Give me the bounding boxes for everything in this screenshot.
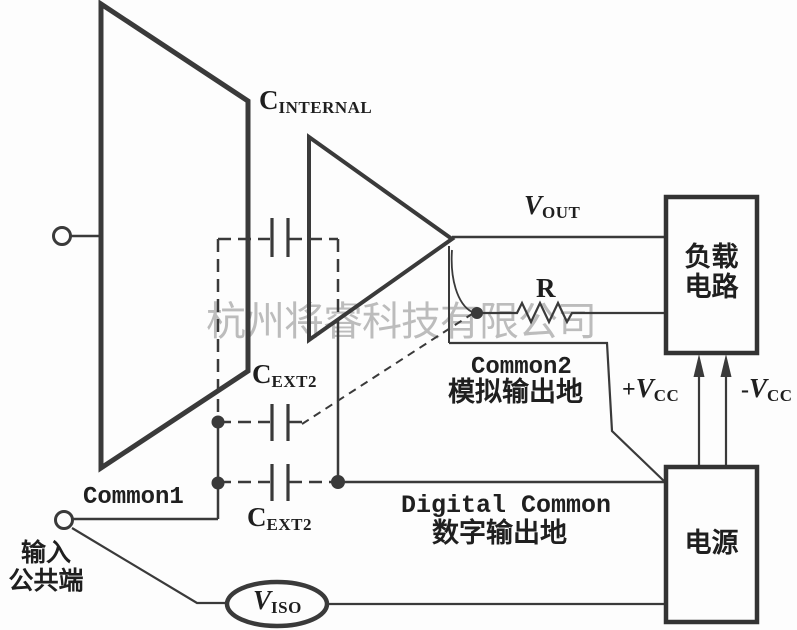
resistor-symbol bbox=[482, 300, 666, 325]
cext2-analog-dashed-wire bbox=[301, 313, 473, 425]
c-internal-sub: INTERNAL bbox=[278, 98, 373, 117]
load-circuit-label: 负载 电路 bbox=[666, 242, 757, 302]
plus-sign: + bbox=[622, 377, 636, 403]
power-supply-box bbox=[663, 464, 760, 625]
minus-sign: - bbox=[741, 377, 749, 403]
c-internal-label: CINTERNAL bbox=[259, 86, 372, 117]
c-internal-capacitor bbox=[270, 218, 290, 257]
cext2-capacitor-upper bbox=[270, 404, 290, 441]
viso-ellipse bbox=[224, 579, 330, 629]
cext2-lower-main: C bbox=[247, 502, 267, 532]
cext2-lower-label: CEXT2 bbox=[247, 503, 312, 534]
vout-label: VOUT bbox=[524, 191, 580, 222]
analog-ground-label: 模拟输出地 bbox=[448, 377, 583, 407]
digital-common-label: Digital Common bbox=[401, 491, 612, 520]
junction-dot bbox=[211, 476, 225, 490]
viso-main: V bbox=[253, 585, 272, 615]
input-amplifier-shape bbox=[98, 0, 251, 473]
minus-vcc-label: -VCC bbox=[741, 374, 793, 405]
viso-label: VISO bbox=[253, 586, 302, 617]
isolation-barrier-dashed-box bbox=[216, 237, 340, 484]
load-circuit-line1: 负载 bbox=[684, 242, 739, 272]
arrow-up-icon bbox=[720, 354, 732, 377]
minus-vcc-main: V bbox=[749, 373, 768, 403]
junction-dot bbox=[211, 415, 225, 429]
plus-vcc-sub: CC bbox=[653, 386, 680, 405]
c-internal-main: C bbox=[259, 85, 279, 115]
power-supply-label: 电源 bbox=[684, 528, 739, 558]
digital-ground-label: 数字输出地 bbox=[432, 518, 567, 548]
common1-terminal-circle bbox=[54, 510, 74, 530]
cext2-lower-sub: EXT2 bbox=[266, 515, 312, 534]
common2-wire bbox=[449, 341, 666, 483]
input-terminal-circle bbox=[52, 226, 72, 246]
viso-sub: ISO bbox=[271, 598, 302, 617]
load-circuit-line2: 电路 bbox=[684, 272, 739, 302]
cext2-upper-label: CEXT2 bbox=[252, 360, 317, 391]
vout-sub: OUT bbox=[542, 203, 581, 222]
viso-left-wire bbox=[71, 527, 229, 605]
cext2-upper-sub: EXT2 bbox=[271, 372, 317, 391]
common1-label: Common1 bbox=[83, 484, 184, 511]
minus-vcc-sub: CC bbox=[767, 386, 793, 405]
input-common-label: 输入 公共端 bbox=[0, 539, 92, 595]
input-common-line2: 公共端 bbox=[8, 567, 84, 595]
junction-dot bbox=[471, 307, 483, 319]
cext2-upper-main: C bbox=[252, 359, 272, 389]
common2-label: Common2 bbox=[471, 354, 572, 381]
plus-vcc-label: +VCC bbox=[622, 374, 679, 405]
arrow-up-icon bbox=[693, 354, 705, 377]
apex-junction-wire bbox=[450, 249, 473, 313]
plus-vcc-main: V bbox=[635, 373, 654, 403]
load-circuit-box bbox=[663, 194, 760, 356]
cext2-capacitor-lower bbox=[270, 464, 290, 501]
input-common-line1: 输入 bbox=[20, 539, 71, 567]
resistor-label: R bbox=[536, 273, 556, 303]
vout-main: V bbox=[524, 190, 543, 220]
